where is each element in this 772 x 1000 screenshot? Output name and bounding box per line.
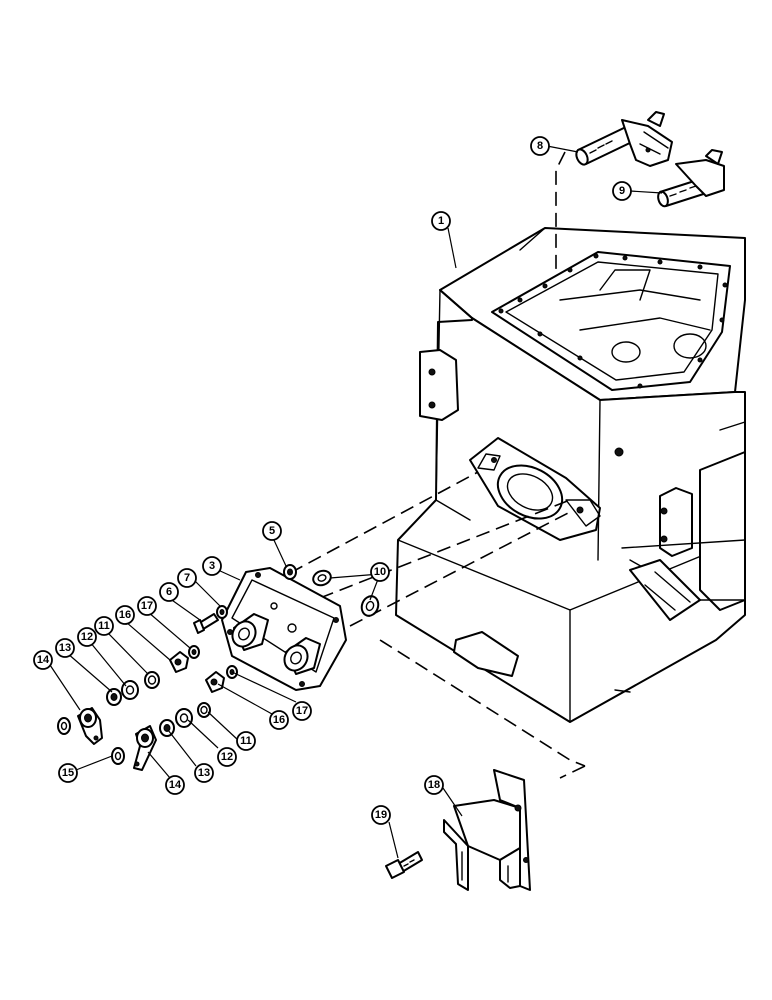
callout-label: 12: [221, 751, 233, 763]
callout-label: 5: [269, 525, 275, 537]
callout-label: 13: [198, 767, 210, 779]
callout-circle: [371, 805, 391, 825]
callout-9: 9: [612, 181, 632, 201]
bracket-18: [443, 769, 531, 891]
callout-label: 15: [62, 767, 74, 779]
callout-12: 12: [217, 747, 237, 767]
callout-17: 17: [137, 596, 157, 616]
callout-14: 14: [165, 775, 185, 795]
small-parts: [57, 564, 380, 771]
callout-circle: [236, 731, 256, 751]
shift-shaft-9: [657, 149, 725, 208]
callout-label: 13: [59, 642, 71, 654]
bolt-19: [385, 851, 423, 879]
callout-circle: [33, 650, 53, 670]
callout-7: 7: [177, 568, 197, 588]
callout-circle: [165, 775, 185, 795]
callout-15: 15: [58, 763, 78, 783]
leader-lines: [47, 145, 663, 859]
assembly-lines: [289, 151, 586, 779]
callout-11: 11: [94, 616, 114, 636]
callout-label: 9: [619, 185, 625, 197]
shift-shaft-8: [575, 111, 673, 167]
callout-17: 17: [292, 701, 312, 721]
callout-14: 14: [33, 650, 53, 670]
callout-circle: [431, 211, 451, 231]
callout-circle: [530, 136, 550, 156]
callout-label: 7: [184, 572, 190, 584]
callout-circle: [94, 616, 114, 636]
callout-10: 10: [370, 562, 390, 582]
callout-label: 16: [273, 714, 285, 726]
callout-circle: [177, 568, 197, 588]
callout-circle: [115, 605, 135, 625]
callout-11: 11: [236, 731, 256, 751]
callout-label: 8: [537, 140, 543, 152]
callout-label: 14: [37, 654, 50, 666]
callout-circle: [262, 521, 282, 541]
callout-circle: [292, 701, 312, 721]
callout-13: 13: [55, 638, 75, 658]
callout-label: 6: [166, 586, 172, 598]
callout-circle: [194, 763, 214, 783]
callout-circle: [217, 747, 237, 767]
callout-label: 17: [296, 705, 308, 717]
callout-3: 3: [202, 556, 222, 576]
callout-circle: [370, 562, 390, 582]
callout-circle: [612, 181, 632, 201]
callout-16: 16: [269, 710, 289, 730]
callout-13: 13: [194, 763, 214, 783]
callout-1: 1: [431, 211, 451, 231]
callout-label: 17: [141, 600, 153, 612]
callout-label: 10: [374, 566, 386, 578]
callout-label: 18: [428, 779, 440, 791]
callout-12: 12: [77, 627, 97, 647]
callout-label: 16: [119, 609, 131, 621]
callout-18: 18: [424, 775, 444, 795]
callout-8: 8: [530, 136, 550, 156]
cover-plate-3: [221, 567, 347, 691]
callout-16: 16: [115, 605, 135, 625]
callout-label: 11: [98, 620, 110, 632]
callout-label: 3: [209, 560, 215, 572]
callout-label: 14: [169, 779, 182, 791]
callout-circle: [77, 627, 97, 647]
callout-circle: [137, 596, 157, 616]
callout-5: 5: [262, 521, 282, 541]
callout-circle: [202, 556, 222, 576]
callout-label: 12: [81, 631, 93, 643]
callout-circle: [424, 775, 444, 795]
callout-circle: [269, 710, 289, 730]
callout-6: 6: [159, 582, 179, 602]
transmission-housing: [395, 227, 746, 723]
callout-circle: [58, 763, 78, 783]
callout-circle: [55, 638, 75, 658]
callout-label: 19: [375, 809, 387, 821]
callout-label: 1: [438, 215, 444, 227]
callout-19: 19: [371, 805, 391, 825]
callout-label: 11: [240, 735, 252, 747]
callout-circle: [159, 582, 179, 602]
